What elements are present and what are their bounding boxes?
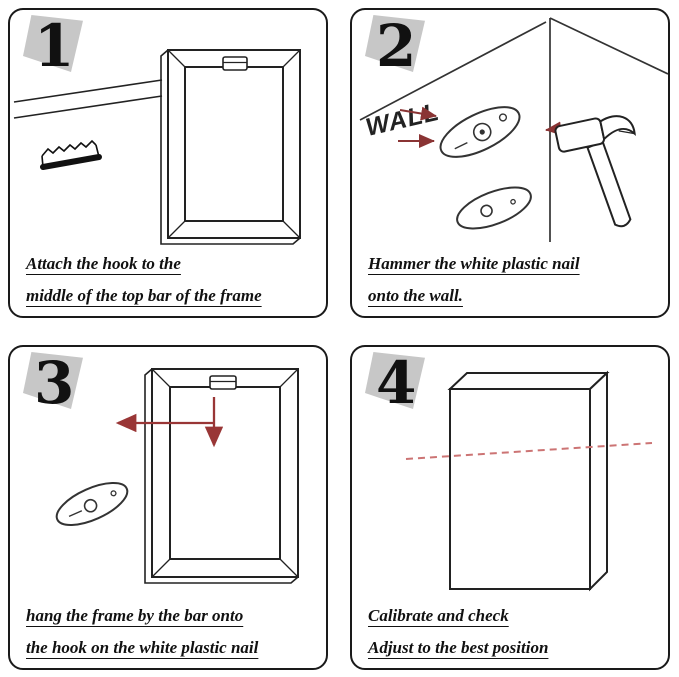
step-panel-1: 1 — [8, 8, 328, 318]
picture-frame — [144, 368, 299, 584]
frame-hook-slot — [222, 56, 248, 71]
caption-line: Adjust to the best position — [368, 638, 549, 657]
caption-line: onto the wall. — [368, 286, 463, 305]
caption-line: the hook on the white plastic nail — [26, 638, 259, 657]
step-caption: Attach the hook to the middle of the top… — [26, 253, 262, 306]
step-panel-4: 4 Calibrate and check Adjust to the best… — [350, 345, 670, 670]
caption-line: hang the frame by the bar onto — [26, 606, 244, 625]
canvas-box — [447, 370, 610, 592]
hammering-arrows — [398, 106, 585, 148]
frame-hook-slot — [209, 375, 237, 390]
step-caption: Hammer the white plastic nail onto the w… — [368, 253, 580, 306]
plastic-nail-plate — [55, 482, 129, 526]
hammer — [554, 115, 636, 228]
wall-label: WALL — [363, 98, 442, 142]
caption-line: Attach the hook to the — [26, 254, 181, 273]
caption-line: Hammer the white plastic nail — [368, 254, 580, 273]
step-caption: Calibrate and check Adjust to the best p… — [368, 605, 548, 658]
picture-frame — [160, 49, 301, 245]
caption-line: middle of the top bar of the frame — [26, 286, 262, 305]
step-number: 4 — [376, 349, 417, 417]
step-number: 2 — [376, 12, 417, 80]
hook — [40, 139, 102, 170]
plastic-nail-flat — [456, 186, 532, 230]
step-caption: hang the frame by the bar onto the hook … — [26, 605, 258, 658]
frame-top-bar — [13, 79, 163, 119]
level-dashed-line — [405, 442, 653, 460]
step-number: 3 — [34, 349, 75, 417]
caption-line: Calibrate and check — [368, 606, 509, 625]
step-panel-2: 2 WALL — [350, 8, 670, 318]
hanging-arrows — [115, 397, 224, 448]
plastic-nail-plate — [439, 106, 521, 158]
step-number: 1 — [34, 12, 75, 80]
step-panel-3: 3 — [8, 345, 328, 670]
